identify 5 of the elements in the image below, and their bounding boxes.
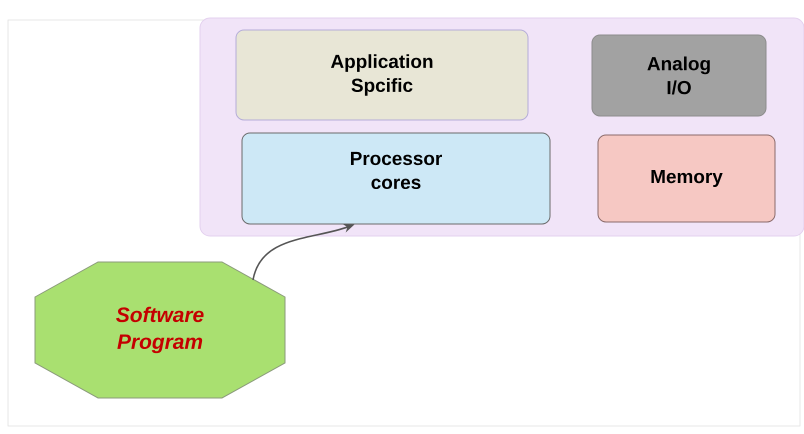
- block-box: Processor cores: [242, 132, 550, 224]
- block-box: Application Spcific: [236, 30, 528, 120]
- block-box: Memory: [598, 134, 776, 222]
- octagon-node: Software Program: [34, 261, 286, 398]
- block-box: Analog I/O: [592, 34, 766, 116]
